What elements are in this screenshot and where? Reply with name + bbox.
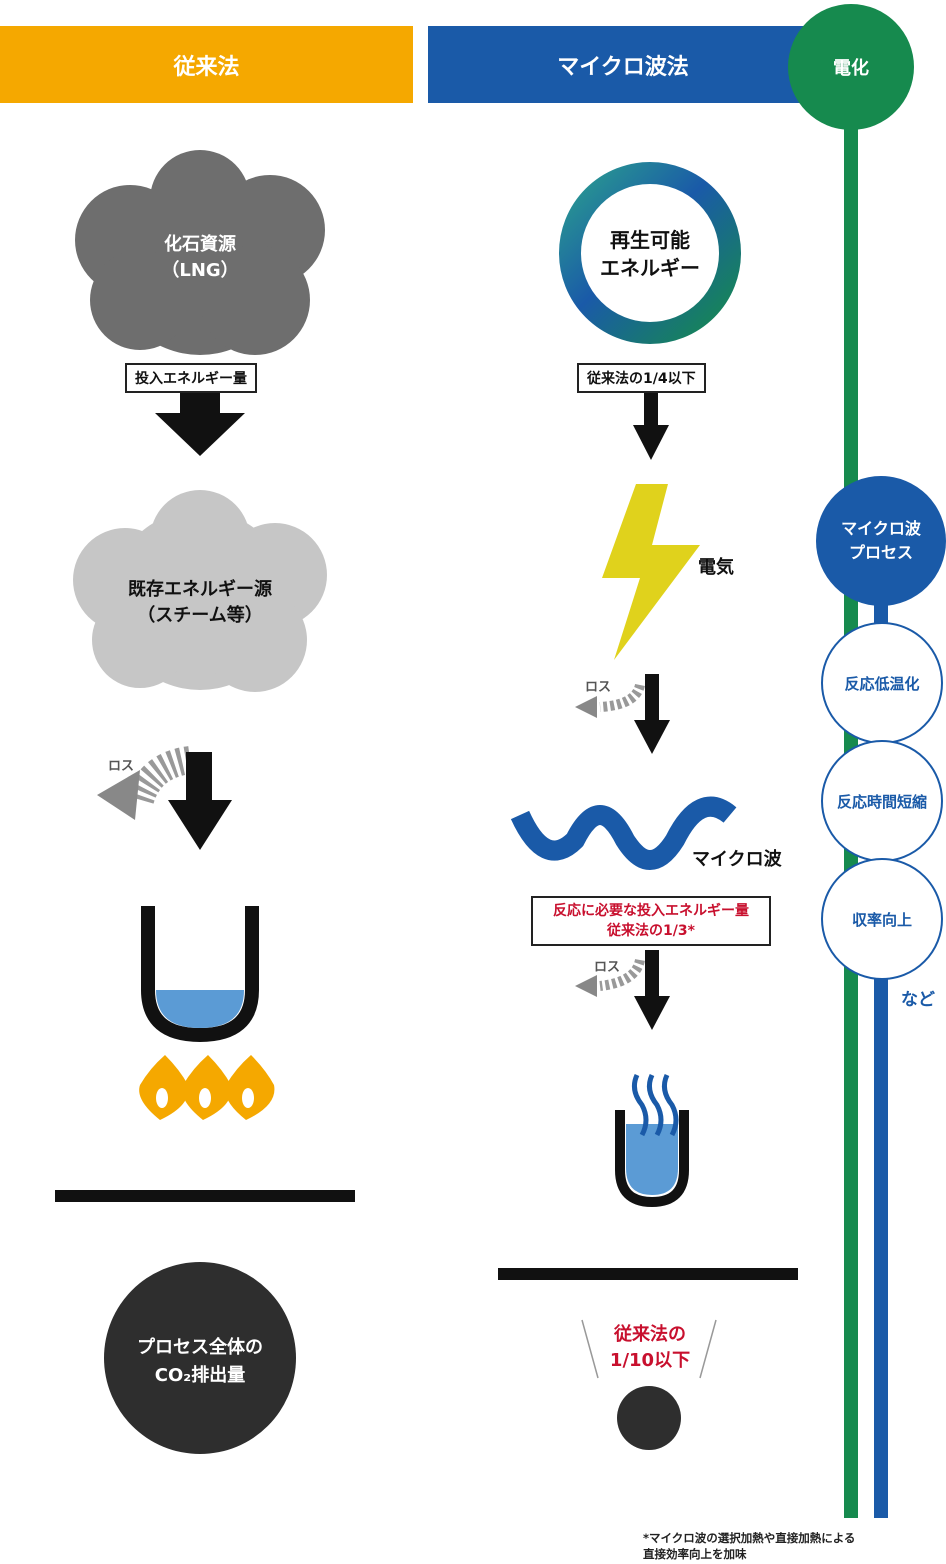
conventional-loss-label: ロス <box>108 759 135 774</box>
microwave-process-circle: マイクロ波 プロセス <box>816 476 946 606</box>
result-line2: 1/10以下 <box>609 1350 691 1371</box>
reaction-energy-label: 反応に必要な投入エネルギー量 従来法の1/3* <box>531 896 771 946</box>
etc-label: など <box>901 990 935 1010</box>
renewable-energy-label: 再生可能 エネルギー <box>580 226 720 282</box>
input-energy-arrow <box>155 388 245 456</box>
fossil-cloud-shape <box>75 150 325 355</box>
benefit-yield-improvement-text: 収率向上 <box>851 910 912 929</box>
lightning-bolt-icon <box>602 484 700 660</box>
result-label: 従来法の 1/10以下 <box>588 1322 712 1374</box>
result-emphasis-left <box>581 1319 599 1379</box>
reaction-energy-line1: 反応に必要な投入エネルギー量 <box>553 903 749 919</box>
microwave-loss-label-1: ロス <box>585 680 612 695</box>
quarter-energy-label: 従来法の1/4以下 <box>577 363 706 393</box>
microwave-beaker <box>615 1073 689 1208</box>
conventional-header-title: 従来法 <box>173 54 240 80</box>
microwave-header-title: マイクロ波法 <box>557 54 689 80</box>
conventional-loss-arrow <box>97 746 232 850</box>
footnote: *マイクロ波の選択加熱や直接加熱による 直接効率向上を加味 <box>643 1530 855 1562</box>
input-energy-label: 投入エネルギー量 <box>125 363 257 393</box>
electricity-label: 電気 <box>698 557 734 578</box>
fossil-resource-line1: 化石資源 <box>164 234 236 255</box>
renewable-energy-line2: エネルギー <box>600 256 700 280</box>
microwave-process-line1: マイクロ波 <box>841 519 921 538</box>
reaction-energy-line2: 従来法の1/3* <box>607 923 695 939</box>
microwave-label: マイクロ波 <box>692 849 782 870</box>
input-energy-text: 投入エネルギー量 <box>135 371 247 387</box>
microwave-loss-arrow-1 <box>575 674 670 754</box>
fossil-resource-label: 化石資源 （LNG） <box>100 232 300 284</box>
co2-emission-small-circle <box>617 1386 681 1450</box>
microwave-header: マイクロ波法 <box>428 26 818 103</box>
existing-energy-line1: 既存エネルギー源 <box>128 579 272 600</box>
co2-emission-large-circle <box>104 1262 296 1454</box>
conventional-header: 従来法 <box>0 26 413 103</box>
microwave-loss-label-2: ロス <box>594 960 621 975</box>
existing-energy-cloud-shape <box>73 490 327 692</box>
renewable-energy-line1: 再生可能 <box>610 228 690 252</box>
benefit-low-temperature-text: 反応低温化 <box>844 674 920 693</box>
co2-emission-label: プロセス全体の CO₂排出量 <box>110 1334 290 1390</box>
benefit-low-temperature: 反応低温化 <box>821 622 943 744</box>
quarter-energy-text: 従来法の1/4以下 <box>587 371 696 387</box>
benefit-short-time-text: 反応時間短縮 <box>836 792 927 811</box>
renewable-ring <box>559 162 741 344</box>
benefit-yield-improvement: 収率向上 <box>821 858 943 980</box>
footnote-line2: 直接効率向上を加味 <box>643 1547 747 1561</box>
microwave-loss-arrow-2 <box>575 950 670 1030</box>
electrification-circle: 電化 <box>788 4 914 130</box>
microwave-divider <box>498 1268 798 1280</box>
result-line1: 従来法の <box>614 1324 686 1345</box>
microwave-wave-icon <box>510 796 737 870</box>
benefit-short-time: 反応時間短縮 <box>821 740 943 862</box>
flame-icons <box>139 1055 275 1120</box>
existing-energy-line2: （スチーム等） <box>137 605 263 626</box>
quarter-energy-arrow <box>633 392 669 460</box>
co2-emission-line1: プロセス全体の <box>137 1337 263 1358</box>
result-emphasis-right <box>699 1319 717 1379</box>
co2-emission-line2: CO₂排出量 <box>154 1365 246 1386</box>
microwave-process-line2: プロセス <box>848 543 913 562</box>
conventional-beaker <box>141 906 259 1043</box>
fossil-resource-line2: （LNG） <box>161 260 239 281</box>
existing-energy-label: 既存エネルギー源 （スチーム等） <box>85 577 315 629</box>
electrification-label: 電化 <box>833 58 869 79</box>
conventional-divider <box>55 1190 355 1202</box>
footnote-line1: *マイクロ波の選択加熱や直接加熱による <box>643 1531 856 1545</box>
